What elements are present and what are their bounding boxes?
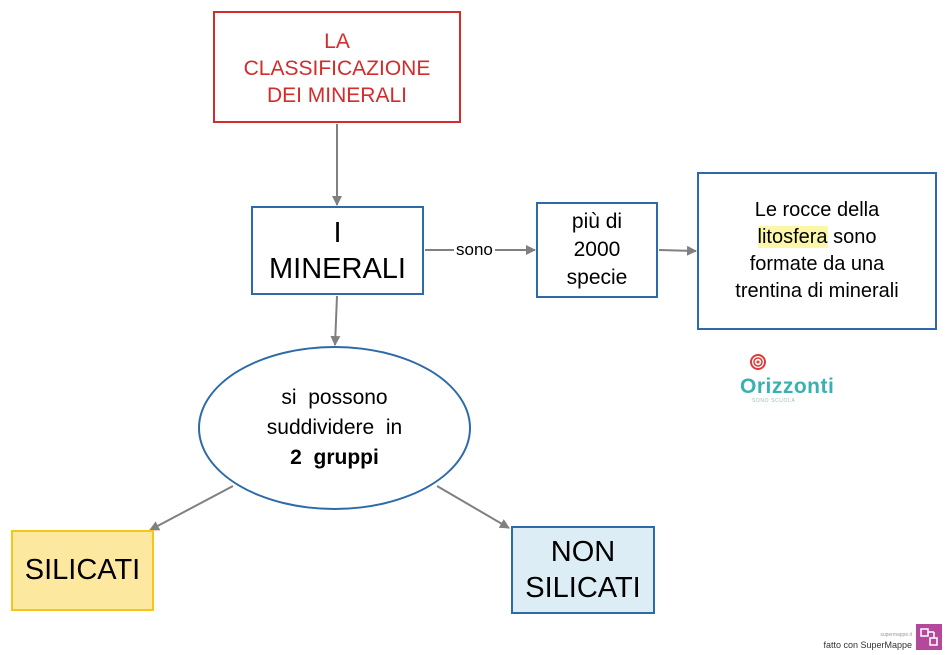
logo-subtitle: SONO SCUOLA (752, 398, 796, 404)
title-node[interactable]: LA CLASSIFICAZIONE DEI MINERALI (213, 11, 461, 123)
title-line-1: LA (324, 29, 350, 53)
ellipse-line-1: si possono (281, 386, 388, 409)
specie-line-3: specie (566, 266, 628, 289)
specie-node[interactable]: più di 2000 specie (536, 202, 658, 298)
arrow-specie-to-rocce (658, 245, 697, 256)
rocce-node[interactable]: Le rocce della litosfera sono formate da… (697, 172, 937, 330)
link-label-sono: sono (454, 240, 495, 260)
footer-small-text: supermappe.it (880, 632, 912, 638)
ellipse-line-3: 2 gruppi (290, 446, 379, 469)
arrow-ellipse-to-nonsilicati (436, 485, 510, 529)
rocce-line-2: litosfera sono (735, 224, 898, 251)
rocce-line-4: trentina di minerali (735, 280, 899, 302)
rocce-line-2-rest: sono (827, 226, 877, 248)
gruppi-ellipse-node[interactable]: si possono suddividere in 2 gruppi (198, 346, 471, 510)
title-line-3: DEI MINERALI (266, 83, 407, 107)
arrow-ellipse-to-silicati (149, 485, 234, 531)
title-line-2: CLASSIFICAZIONE (243, 56, 431, 80)
rocce-line-3: formate da una (749, 253, 885, 275)
non-silicati-node[interactable]: NON SILICATI (511, 526, 655, 614)
ellipse-line-2: suddividere in (266, 416, 403, 439)
logo-name: Orizzonti (740, 375, 835, 398)
minerali-line-1: I (333, 216, 342, 249)
specie-line-2: 2000 (573, 238, 621, 261)
silicati-label: SILICATI (24, 554, 141, 586)
minerali-node[interactable]: I MINERALI (251, 206, 424, 295)
non-silicati-line-2: SILICATI (525, 572, 641, 604)
non-silicati-line-1: NON (550, 536, 616, 568)
red-spiral-icon (750, 354, 766, 370)
footer-credit[interactable]: supermappe.it fatto con SuperMappe (823, 624, 942, 650)
minerali-line-2: MINERALI (269, 252, 406, 285)
litosfera-highlight: litosfera (757, 226, 828, 248)
arrow-minerali-to-ellipse (330, 295, 341, 346)
supermappe-logo-icon (916, 624, 942, 650)
silicati-node[interactable]: SILICATI (11, 530, 154, 611)
rocce-line-1: Le rocce della (754, 199, 880, 221)
specie-line-1: più di (571, 210, 623, 233)
footer-main-text: fatto con SuperMappe (823, 640, 912, 650)
